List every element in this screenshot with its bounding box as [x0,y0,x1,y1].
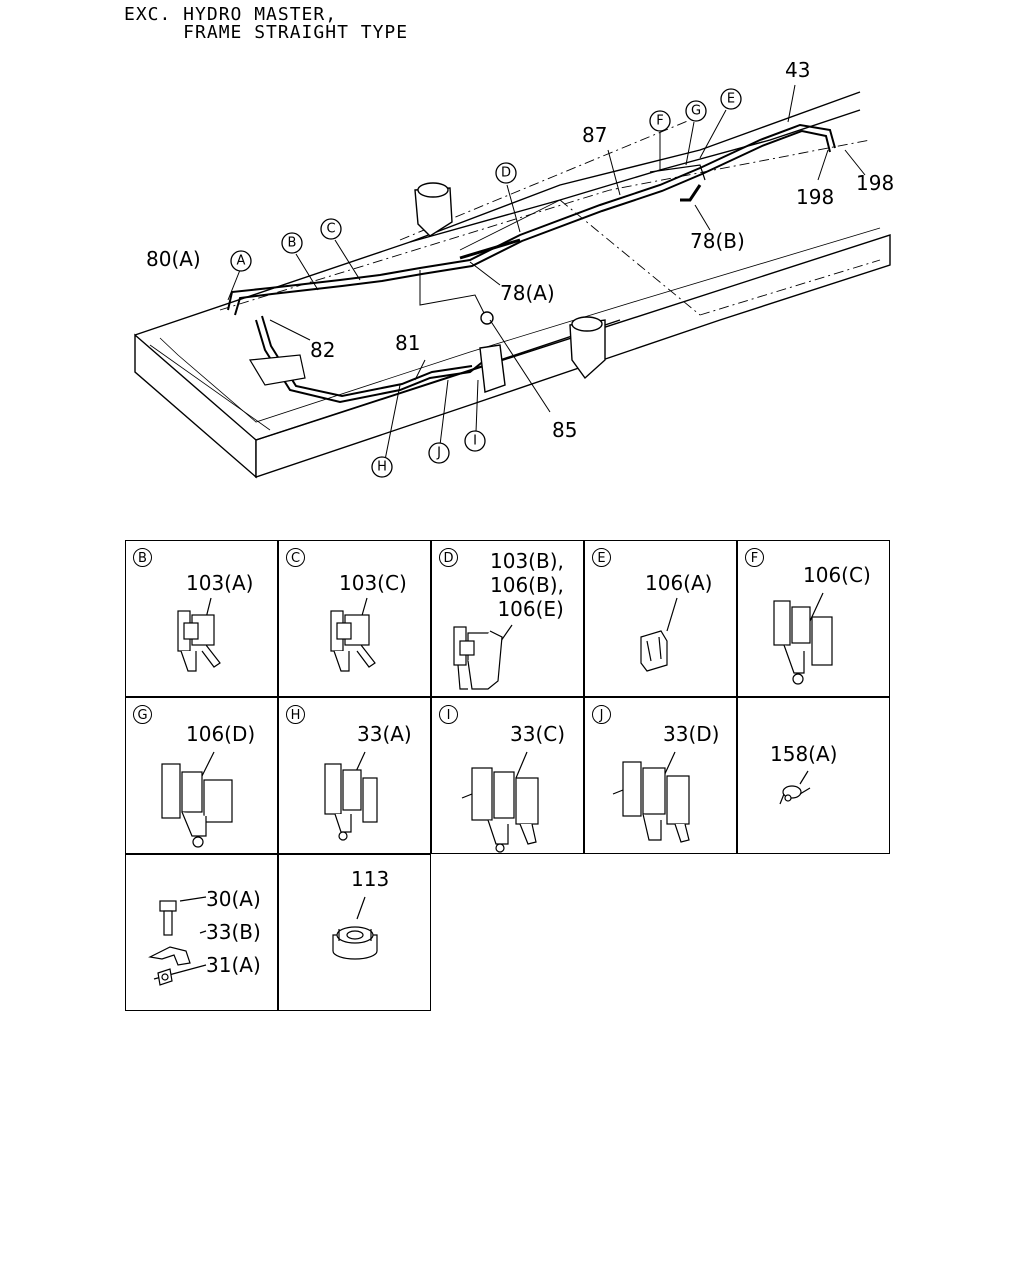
svg-text:E: E [727,92,735,107]
ref-circle-h: H [371,456,393,478]
detail-cell-fasteners: 30(A) 33(B) 31(A) [125,854,278,1011]
clip-detail-grid: B 103(A) C 103(C) D 103(B), 106(B), 106(… [125,540,895,1013]
callout-81: 81 [395,331,420,355]
detail-letter-d: D [439,548,458,567]
svg-text:A: A [237,254,246,269]
svg-text:J: J [436,446,441,461]
clip-158a-icon [779,770,811,805]
callout-85: 85 [552,418,577,442]
clip-33c-icon [461,751,539,853]
detail-cell-113: 113 [278,854,431,1011]
detail-letter-b: B [133,548,152,567]
callout-78b: 78(B) [690,229,745,253]
ref-circle-g: G [685,100,707,122]
detail-cell-g: G 106(D) [125,697,278,854]
detail-part-label: 33(C) [510,722,566,746]
detail-cell-d: D 103(B), 106(B), 106(E) [431,540,584,697]
callout-198-right: 198 [856,171,894,195]
clip-106c-icon [773,592,833,685]
detail-letter-c: C [286,548,305,567]
svg-text:B: B [288,236,297,251]
clip-106a-icon [640,597,678,672]
detail-part-label: 33(D) [663,722,720,746]
ref-circle-b: B [281,232,303,254]
fuel-line-frame-diagram: 43 87 198 198 78(B) 78(A) 80(A) 82 81 85… [134,58,894,479]
detail-letter-h: H [286,705,305,724]
detail-part-label: 106(A) [645,571,713,595]
clip-103c-icon [330,597,376,672]
ref-circle-a: A [230,250,252,272]
detail-part-label: 103(C) [339,571,407,595]
detail-cell-e: E 106(A) [584,540,737,697]
detail-cell-i: I 33(C) [431,697,584,854]
fastener-set-icon [148,896,207,986]
callout-78a: 78(A) [500,281,555,305]
detail-letter-i: I [439,705,458,724]
detail-letter-e: E [592,548,611,567]
detail-part-label: 106(D) [186,722,256,746]
clip-106d-icon [161,751,233,848]
diagram-title-line2: FRAME STRAIGHT TYPE [124,22,409,43]
svg-text:C: C [326,222,335,237]
svg-text:G: G [691,104,701,119]
detail-cell-c: C 103(C) [278,540,431,697]
detail-part-label: 158(A) [770,742,838,766]
detail-part-label: 103(B), 106(B), 106(E) [490,549,564,621]
ref-circle-c: C [320,218,342,240]
detail-part-label: 106(C) [803,563,871,587]
ref-circle-e: E [720,88,742,110]
detail-part-label: 30(A) 33(B) 31(A) [206,887,261,977]
detail-letter-g: G [133,705,152,724]
ref-circle-f: F [649,110,671,132]
clip-33a-icon [324,751,378,841]
svg-text:H: H [377,460,387,475]
detail-cell-f: F 106(C) [737,540,890,697]
callout-82: 82 [310,338,335,362]
clip-103a-icon [177,597,221,672]
detail-cell-b: B 103(A) [125,540,278,697]
svg-text:D: D [501,166,511,181]
detail-part-label: 113 [351,867,390,891]
detail-cell-j: J 33(D) [584,697,737,854]
ref-circle-d: D [495,162,517,184]
clip-103b-106b-106e-icon [453,624,513,690]
detail-letter-f: F [745,548,764,567]
detail-part-label: 33(A) [357,722,412,746]
svg-text:F: F [656,114,663,129]
nut-113-icon [332,896,378,960]
svg-text:I: I [473,434,477,449]
clip-33d-icon [612,751,690,843]
callout-43: 43 [785,58,810,82]
callout-198-left: 198 [796,185,834,209]
detail-letter-j: J [592,705,611,724]
detail-cell-h: H 33(A) [278,697,431,854]
detail-part-label: 103(A) [186,571,254,595]
ref-circle-j: J [428,442,450,464]
detail-cell-158a: 158(A) [737,697,890,854]
ref-circle-i: I [464,430,486,452]
callout-87: 87 [582,123,607,147]
callout-80a: 80(A) [146,247,201,271]
diagram-title-line1: EXC. HYDRO MASTER, [124,4,338,25]
